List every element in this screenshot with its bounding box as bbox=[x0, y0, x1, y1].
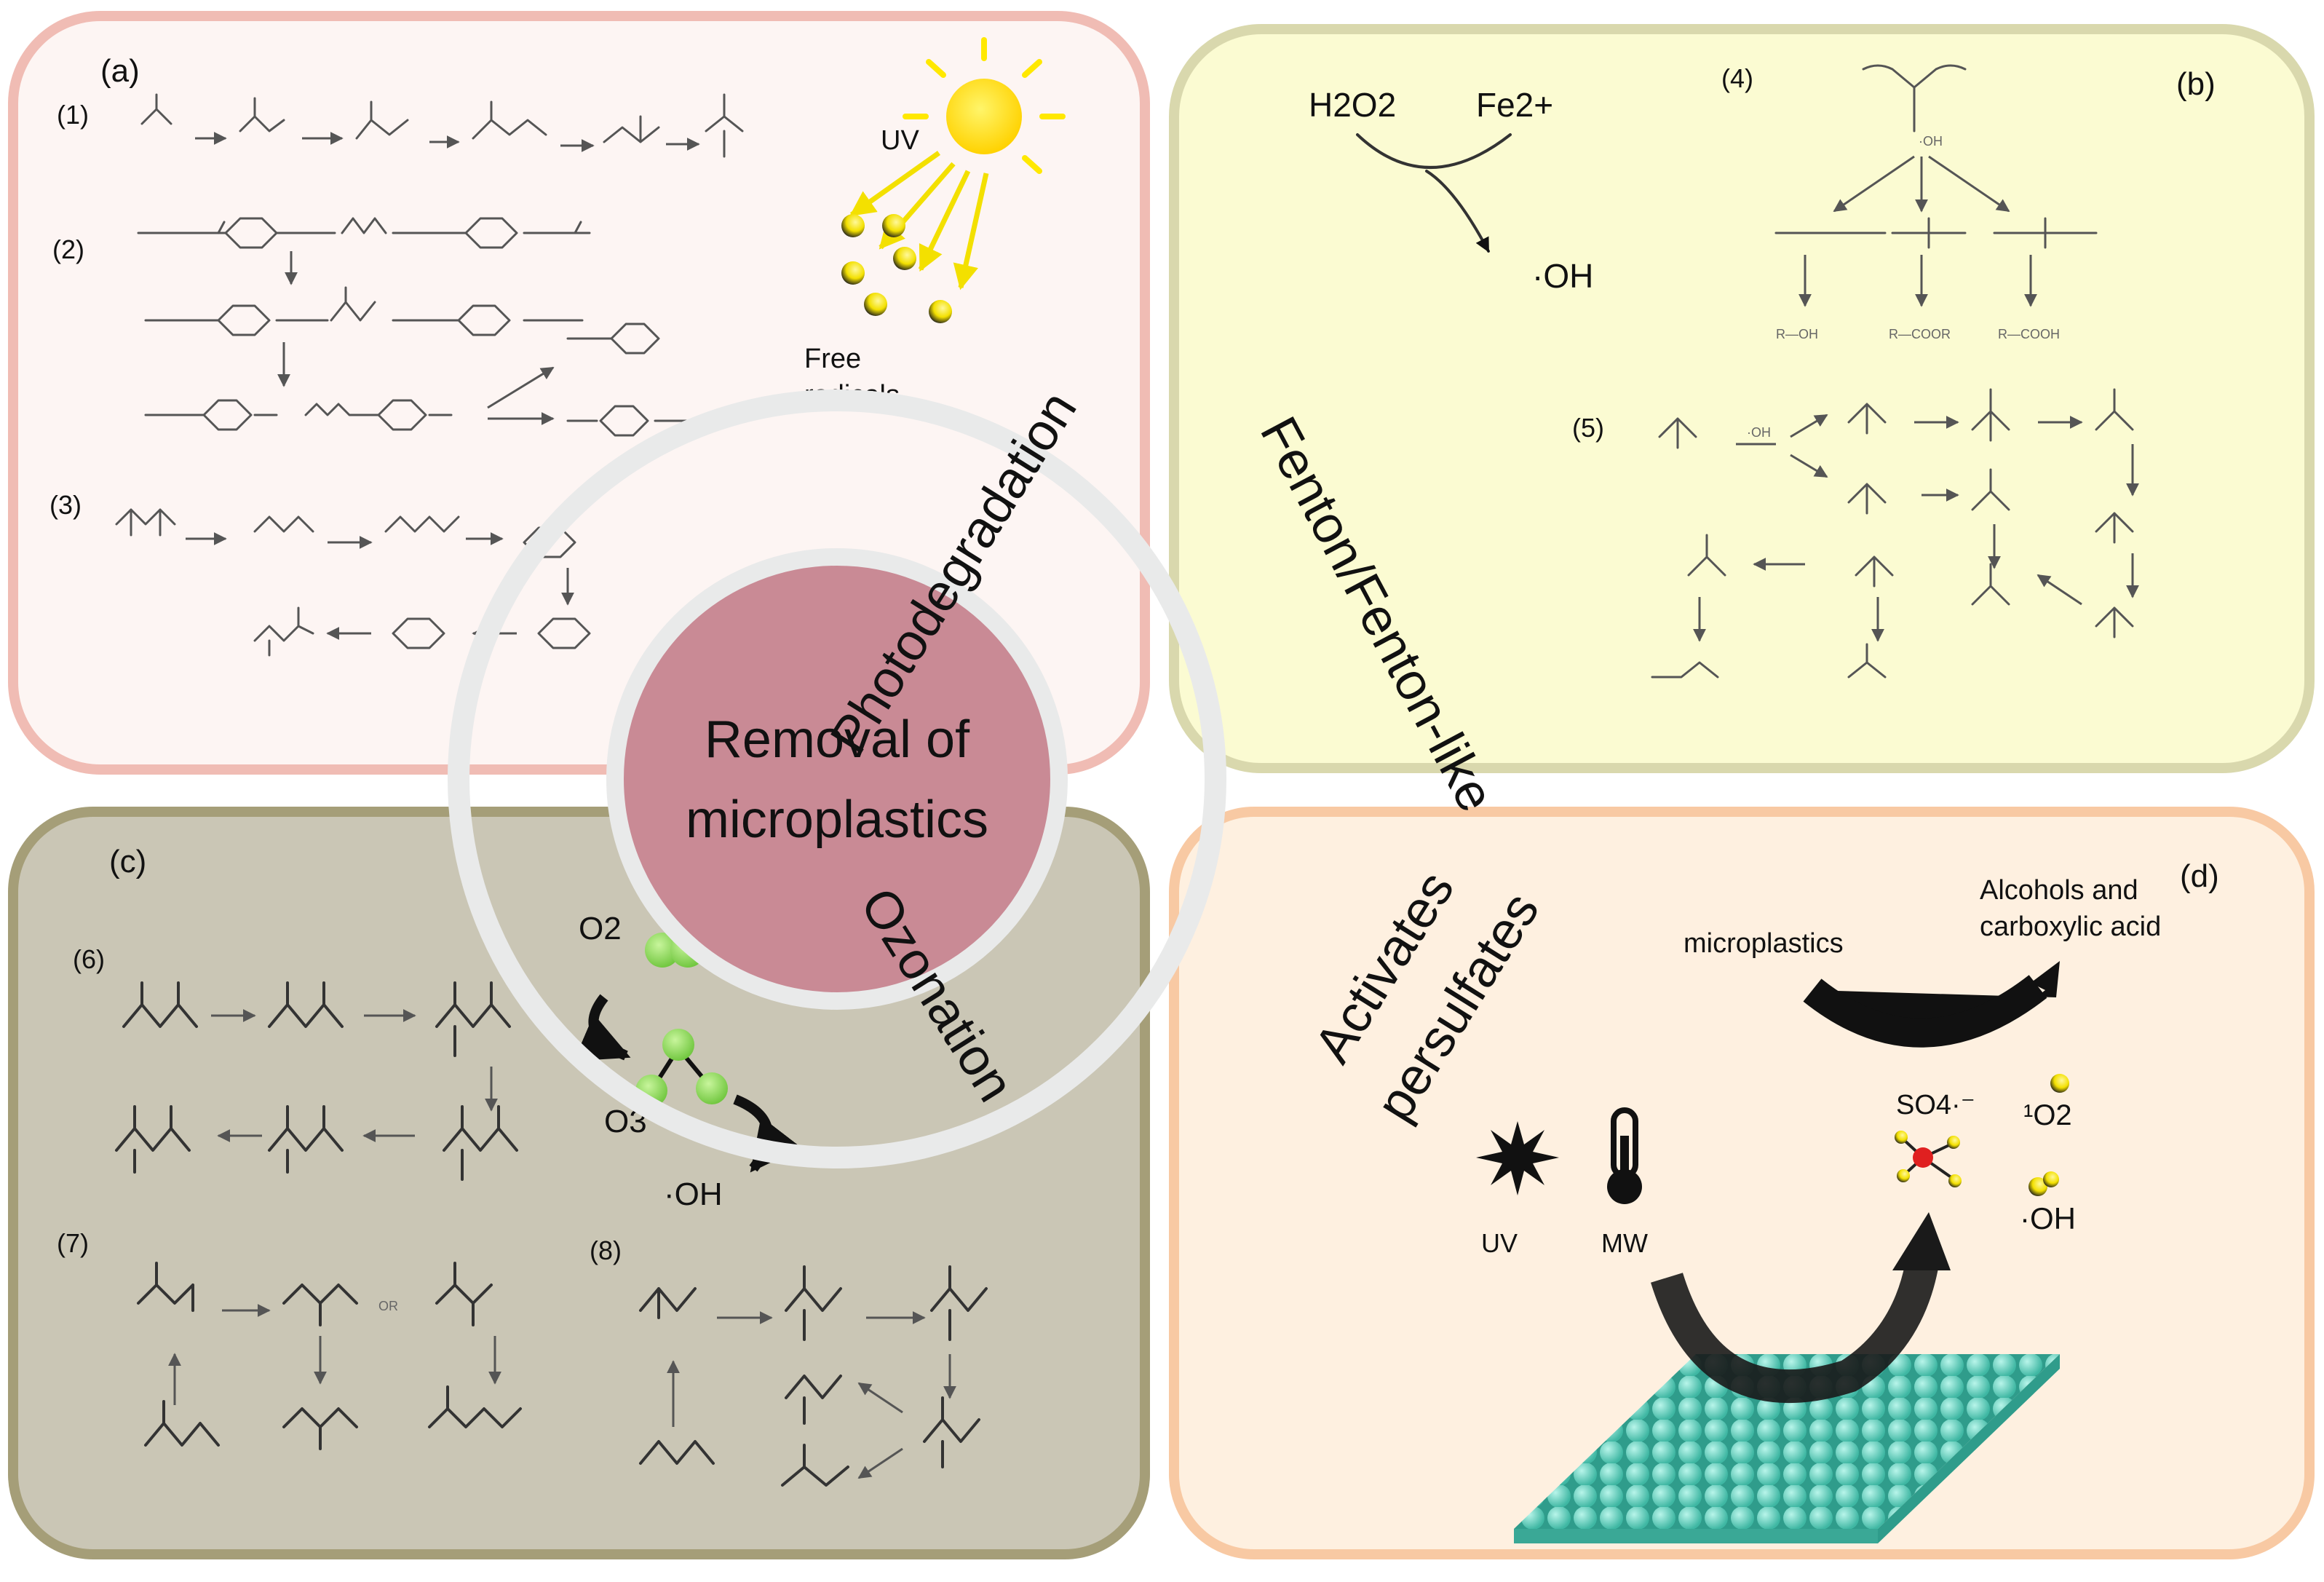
scheme-2-structures bbox=[137, 217, 700, 437]
activation-arrowhead bbox=[1892, 1212, 1951, 1270]
scheme-6-label: (6) bbox=[73, 944, 105, 974]
center-title-2: microplastics bbox=[686, 791, 988, 849]
panel-d-tag: (d) bbox=[2180, 858, 2219, 894]
singlet-oxygen-label: ¹O2 bbox=[2023, 1099, 2072, 1131]
center-ring bbox=[448, 389, 1226, 1168]
scheme-5-structures: ·OH bbox=[1651, 388, 2139, 679]
scheme-8-label: (8) bbox=[590, 1235, 622, 1265]
svg-text:·OH: ·OH bbox=[1919, 134, 1943, 149]
panel-b: (b) H2O2 Fe2+ ·OH (4) (5) ·OH R—OH R—COO… bbox=[1169, 24, 2315, 773]
scheme-3-label: (3) bbox=[49, 490, 82, 520]
fenton-oh-label: ·OH bbox=[1532, 257, 1593, 295]
panel-c-tag: (c) bbox=[109, 844, 146, 879]
microplastics-label: microplastics bbox=[1683, 928, 1844, 959]
svg-text:OR: OR bbox=[378, 1299, 398, 1313]
product-r-coor: R—COOR bbox=[1889, 327, 1951, 341]
thermometer-icon bbox=[1607, 1107, 1642, 1204]
panel-d: (d) microplastics Alcohols and carboxyli… bbox=[1169, 807, 2315, 1559]
center-title-1: Removal of bbox=[705, 711, 970, 769]
panel-b-box bbox=[1169, 24, 2315, 773]
fenton-arrow bbox=[1356, 133, 1512, 251]
free-radicals-label-1: Free bbox=[804, 344, 861, 374]
catalyst-surface bbox=[1514, 1354, 2060, 1543]
products-label-1: Alcohols and bbox=[1980, 875, 2138, 906]
scheme-7-label: (7) bbox=[57, 1228, 89, 1258]
panel-b-tag: (b) bbox=[2176, 66, 2216, 102]
hydroxyl-radical-label: ·OH bbox=[2020, 1201, 2076, 1235]
scheme-6-structures bbox=[115, 981, 518, 1181]
sun-icon bbox=[903, 37, 1066, 174]
hydroxyl-radical-icon bbox=[2028, 1171, 2059, 1196]
ozone-oh-label: ·OH bbox=[664, 1176, 723, 1212]
o2-label: O2 bbox=[579, 911, 622, 946]
scheme-5-label: (5) bbox=[1572, 413, 1604, 443]
uv-source-label: UV bbox=[1481, 1228, 1518, 1258]
mw-source-label: MW bbox=[1601, 1228, 1648, 1258]
svg-text:·OH: ·OH bbox=[1747, 425, 1771, 440]
sulfate-radical-label: SO4·⁻ bbox=[1896, 1090, 1975, 1120]
h2o2-label: H2O2 bbox=[1309, 86, 1396, 124]
scheme-4-label: (4) bbox=[1721, 63, 1753, 93]
center-circle bbox=[606, 548, 1068, 1010]
scheme-3-structures bbox=[115, 508, 591, 657]
scheme-7-structures: OR bbox=[137, 1262, 522, 1450]
product-r-oh: R—OH bbox=[1776, 327, 1818, 341]
scheme-2-label: (2) bbox=[52, 234, 84, 264]
uv-star-icon bbox=[1476, 1121, 1559, 1195]
fe-label: Fe2+ bbox=[1476, 86, 1553, 124]
scheme-8-structures bbox=[639, 1265, 988, 1487]
o2-to-o3-arrow bbox=[574, 994, 631, 1061]
scheme-1-label: (1) bbox=[57, 100, 89, 130]
product-r-cooh: R—COOH bbox=[1998, 327, 2060, 341]
free-radical-dots bbox=[841, 214, 952, 323]
uv-label: UV bbox=[881, 125, 919, 156]
panel-a-tag: (a) bbox=[100, 53, 140, 89]
singlet-oxygen-icon bbox=[2050, 1074, 2069, 1093]
scheme-1-structures bbox=[140, 93, 744, 158]
activation-arrow bbox=[1651, 1263, 1938, 1404]
sulfate-radical-icon bbox=[1895, 1131, 1962, 1187]
products-label-2: carboxylic acid bbox=[1980, 911, 2161, 942]
scheme-4-structures: ·OH bbox=[1774, 64, 2098, 307]
